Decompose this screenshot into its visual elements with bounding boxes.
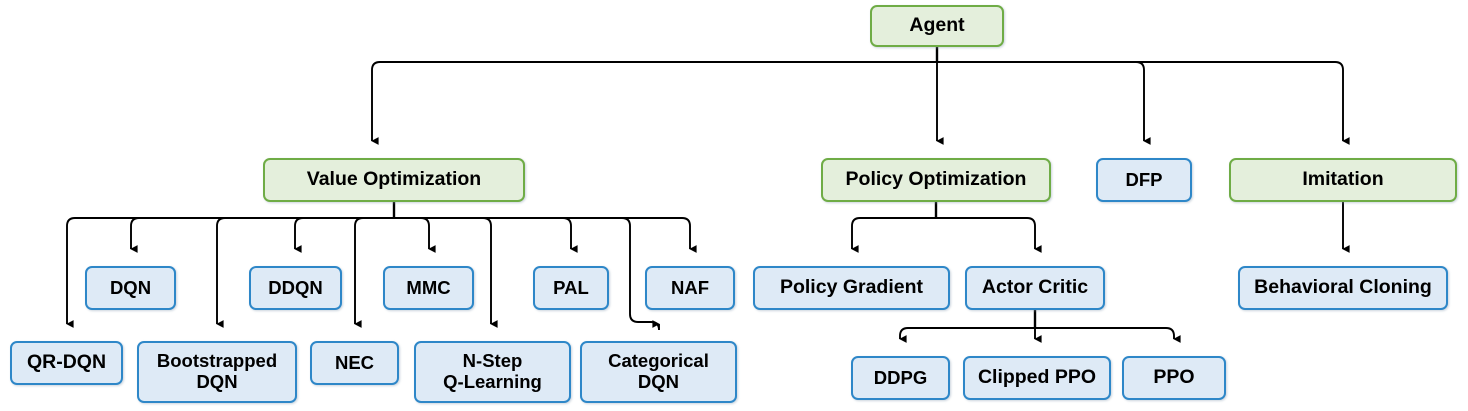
- node-pal[interactable]: PAL: [533, 266, 609, 310]
- node-n-step-q-learning[interactable]: N-Step Q-Learning: [414, 341, 571, 403]
- node-value-optimization[interactable]: Value Optimization: [263, 158, 525, 202]
- edge-vo-pal: [394, 217, 578, 253]
- edge-agent-dfp: [937, 61, 1151, 145]
- node-clipped-ppo[interactable]: Clipped PPO: [963, 356, 1111, 400]
- node-imitation[interactable]: Imitation: [1229, 158, 1457, 202]
- edge-ac-ddpg: [899, 327, 1035, 343]
- node-mmc[interactable]: MMC: [383, 266, 474, 310]
- node-policy-optimization[interactable]: Policy Optimization: [821, 158, 1051, 202]
- node-dqn[interactable]: DQN: [85, 266, 176, 310]
- node-nec[interactable]: NEC: [310, 341, 399, 385]
- edge-ac-ppo: [1035, 327, 1181, 343]
- edge-agent-value-optimization: [371, 61, 937, 145]
- node-behavioral-cloning[interactable]: Behavioral Cloning: [1238, 266, 1448, 310]
- node-ppo[interactable]: PPO: [1122, 356, 1226, 400]
- node-categorical-dqn[interactable]: Categorical DQN: [580, 341, 737, 403]
- node-agent[interactable]: Agent: [870, 5, 1004, 47]
- edge-vo-qr-dqn: [66, 217, 394, 328]
- edge-vo-bootstrapped-dqn: [216, 217, 394, 328]
- edge-vo-ddqn: [294, 217, 394, 253]
- edge-vo-naf: [394, 217, 697, 253]
- edge-po-actor-critic: [936, 217, 1042, 253]
- node-bootstrapped-dqn[interactable]: Bootstrapped DQN: [137, 341, 297, 403]
- edge-po-policy-gradient: [851, 217, 936, 253]
- node-actor-critic[interactable]: Actor Critic: [965, 266, 1105, 310]
- node-qr-dqn[interactable]: QR-DQN: [10, 341, 123, 385]
- node-naf[interactable]: NAF: [645, 266, 735, 310]
- edge-vo-mmc: [394, 217, 436, 253]
- node-ddqn[interactable]: DDQN: [249, 266, 342, 310]
- node-ddpg[interactable]: DDPG: [851, 356, 950, 400]
- node-dfp[interactable]: DFP: [1096, 158, 1192, 202]
- edge-agent-imitation: [937, 61, 1350, 145]
- edge-vo-nec: [354, 217, 394, 328]
- edge-vo-categorical-dqn: [394, 217, 660, 331]
- node-policy-gradient[interactable]: Policy Gradient: [753, 266, 950, 310]
